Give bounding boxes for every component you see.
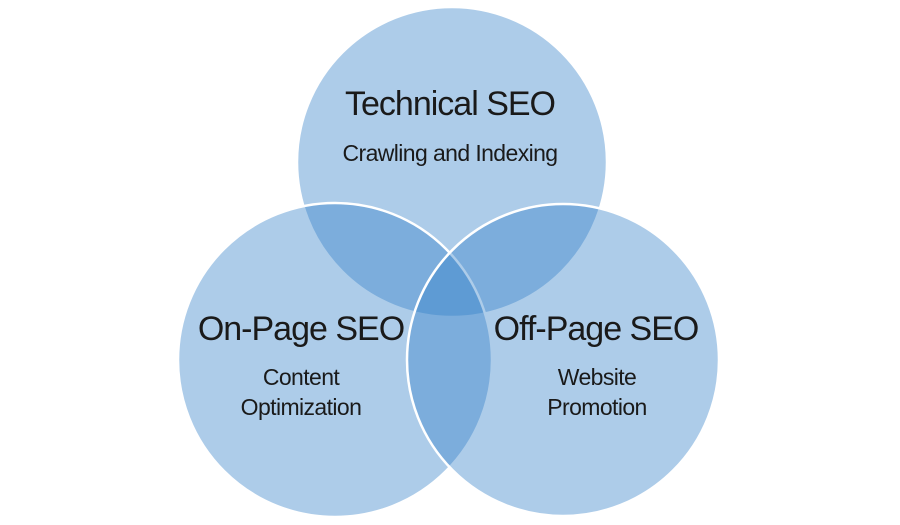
on-page-seo-circle xyxy=(176,201,494,519)
off-page-seo-title: Off-Page SEO xyxy=(493,310,700,348)
off-page-seo-circle xyxy=(405,202,721,518)
on-page-seo-title: On-Page SEO xyxy=(197,310,405,348)
on-page-seo-subtitle: Content Optimization xyxy=(241,362,362,422)
off-page-seo-subtitle-line-1: Website xyxy=(557,364,637,390)
technical-seo-circle xyxy=(295,5,609,319)
technical-seo-title: Technical SEO xyxy=(345,85,556,123)
technical-seo-subtitle: Crawling and Indexing xyxy=(342,140,559,166)
on-page-seo-subtitle-line-1: Content xyxy=(262,364,340,390)
off-page-seo-subtitle: Website Promotion xyxy=(547,362,647,422)
on-page-seo-subtitle-line-2: Optimization xyxy=(240,394,362,420)
off-page-seo-subtitle-line-2: Promotion xyxy=(547,394,647,420)
